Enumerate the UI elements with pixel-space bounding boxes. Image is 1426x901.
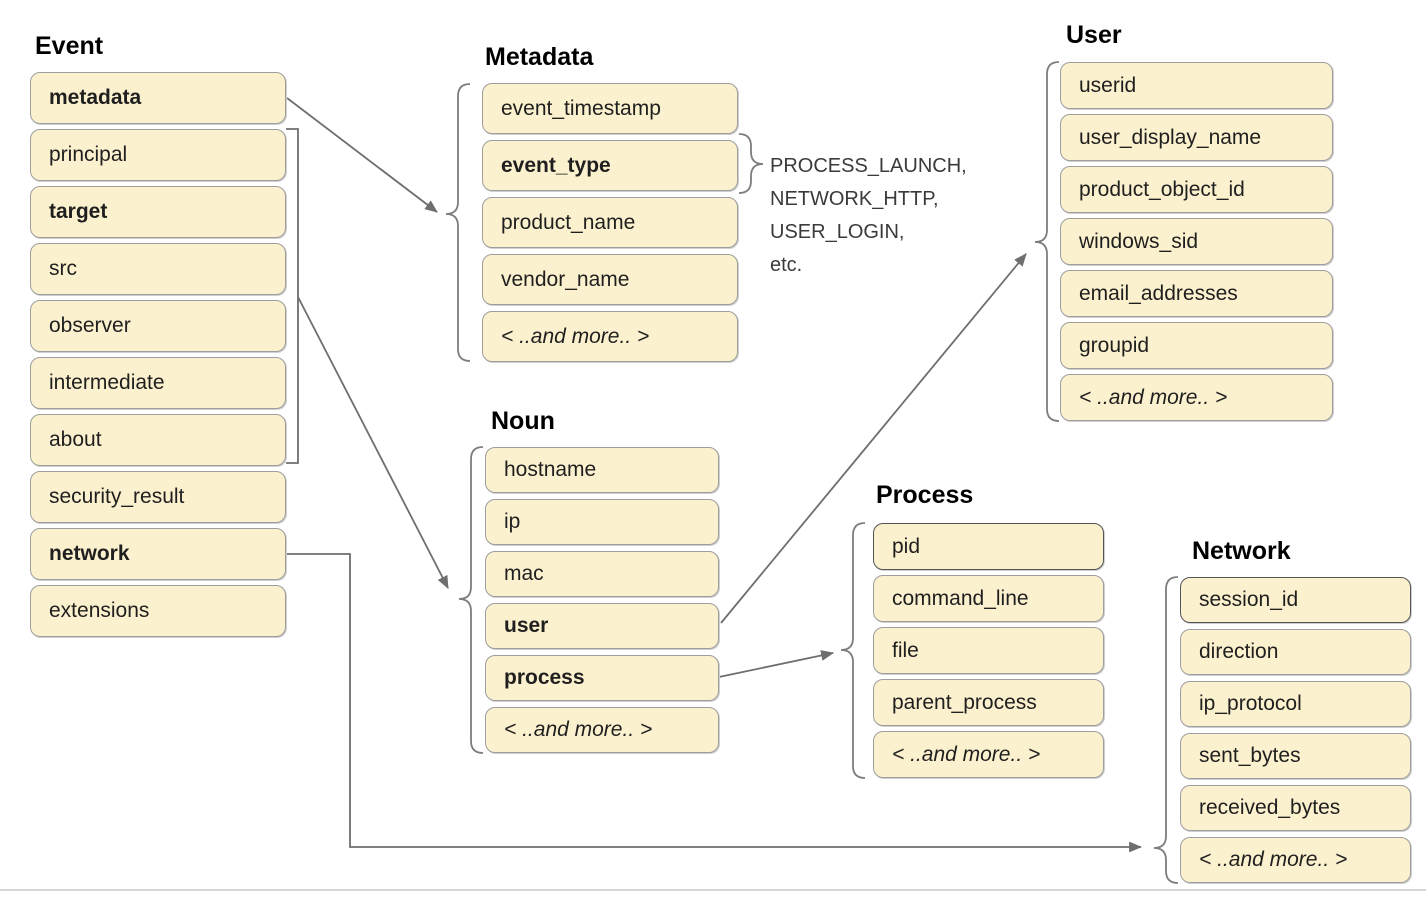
field-box-userid: userid — [1060, 62, 1333, 109]
field-box-about: about — [30, 414, 286, 466]
field-box-email-addresses: email_addresses — [1060, 270, 1333, 317]
field-box-user-more: < ..and more.. > — [1060, 374, 1333, 421]
field-box-extensions: extensions — [30, 585, 286, 637]
network-group: session_id direction ip_protocol sent_by… — [1180, 577, 1411, 883]
noun-group-brace — [458, 446, 484, 754]
field-box-product-object-id: product_object_id — [1060, 166, 1333, 213]
process-group: pid command_line file parent_process < .… — [873, 523, 1104, 778]
connector-metadata-arrow — [286, 97, 438, 213]
field-box-pid: pid — [873, 523, 1104, 570]
field-box-received-bytes: received_bytes — [1180, 785, 1411, 831]
field-box-sent-bytes: sent_bytes — [1180, 733, 1411, 779]
event-type-value-line: USER_LOGIN, — [770, 221, 905, 243]
field-box-src: src — [30, 243, 286, 295]
event-type-value-line: NETWORK_HTTP, — [770, 188, 939, 210]
field-box-vendor-name: vendor_name — [482, 254, 738, 305]
field-box-user-display-name: user_display_name — [1060, 114, 1333, 161]
field-box-metadata-more: < ..and more.. > — [482, 311, 738, 362]
field-box-process: process — [485, 655, 719, 701]
event-group-title: Event — [35, 32, 104, 60]
network-group-brace — [1153, 576, 1179, 884]
field-box-process-more: < ..and more.. > — [873, 731, 1104, 778]
field-box-network-more: < ..and more.. > — [1180, 837, 1411, 883]
field-box-direction: direction — [1180, 629, 1411, 675]
field-box-parent-process: parent_process — [873, 679, 1104, 726]
connector-noun-arrow — [297, 296, 449, 589]
field-box-file: file — [873, 627, 1104, 674]
event-type-values: PROCESS_LAUNCH, NETWORK_HTTP, USER_LOGIN… — [770, 150, 967, 282]
user-group: userid user_display_name product_object_… — [1060, 62, 1333, 421]
field-box-security-result: security_result — [30, 471, 286, 523]
field-box-event-timestamp: event_timestamp — [482, 83, 738, 134]
field-box-session-id: session_id — [1180, 577, 1411, 623]
field-box-metadata: metadata — [30, 72, 286, 124]
field-box-hostname: hostname — [485, 447, 719, 493]
field-box-intermediate: intermediate — [30, 357, 286, 409]
field-box-noun-more: < ..and more.. > — [485, 707, 719, 753]
connector-process-arrow — [718, 650, 835, 678]
process-group-title: Process — [876, 481, 974, 509]
process-group-brace — [840, 522, 866, 779]
noun-group-title: Noun — [491, 407, 555, 435]
event-type-value-line: etc. — [770, 254, 803, 276]
field-box-network: network — [30, 528, 286, 580]
noun-group: hostname ip mac user process < ..and mor… — [485, 447, 719, 753]
user-group-brace — [1034, 61, 1060, 422]
field-box-product-name: product_name — [482, 197, 738, 248]
network-group-title: Network — [1192, 537, 1291, 565]
metadata-group-brace — [445, 83, 471, 362]
field-box-event-type: event_type — [482, 140, 738, 191]
event-type-value-line: PROCESS_LAUNCH, — [770, 155, 967, 177]
field-box-user: user — [485, 603, 719, 649]
field-box-windows-sid: windows_sid — [1060, 218, 1333, 265]
field-box-target: target — [30, 186, 286, 238]
field-box-groupid: groupid — [1060, 322, 1333, 369]
field-box-principal: principal — [30, 129, 286, 181]
metadata-group: event_timestamp event_type product_name … — [482, 83, 738, 362]
field-box-ip: ip — [485, 499, 719, 545]
user-group-title: User — [1066, 21, 1122, 49]
metadata-group-title: Metadata — [485, 43, 594, 71]
event-group: metadata principal target src observer i… — [30, 72, 286, 637]
field-box-command-line: command_line — [873, 575, 1104, 622]
bottom-divider — [0, 889, 1426, 891]
field-box-ip-protocol: ip_protocol — [1180, 681, 1411, 727]
event-type-values-brace — [738, 133, 764, 194]
event-nouns-bracket — [286, 128, 299, 464]
field-box-observer: observer — [30, 300, 286, 352]
field-box-mac: mac — [485, 551, 719, 597]
